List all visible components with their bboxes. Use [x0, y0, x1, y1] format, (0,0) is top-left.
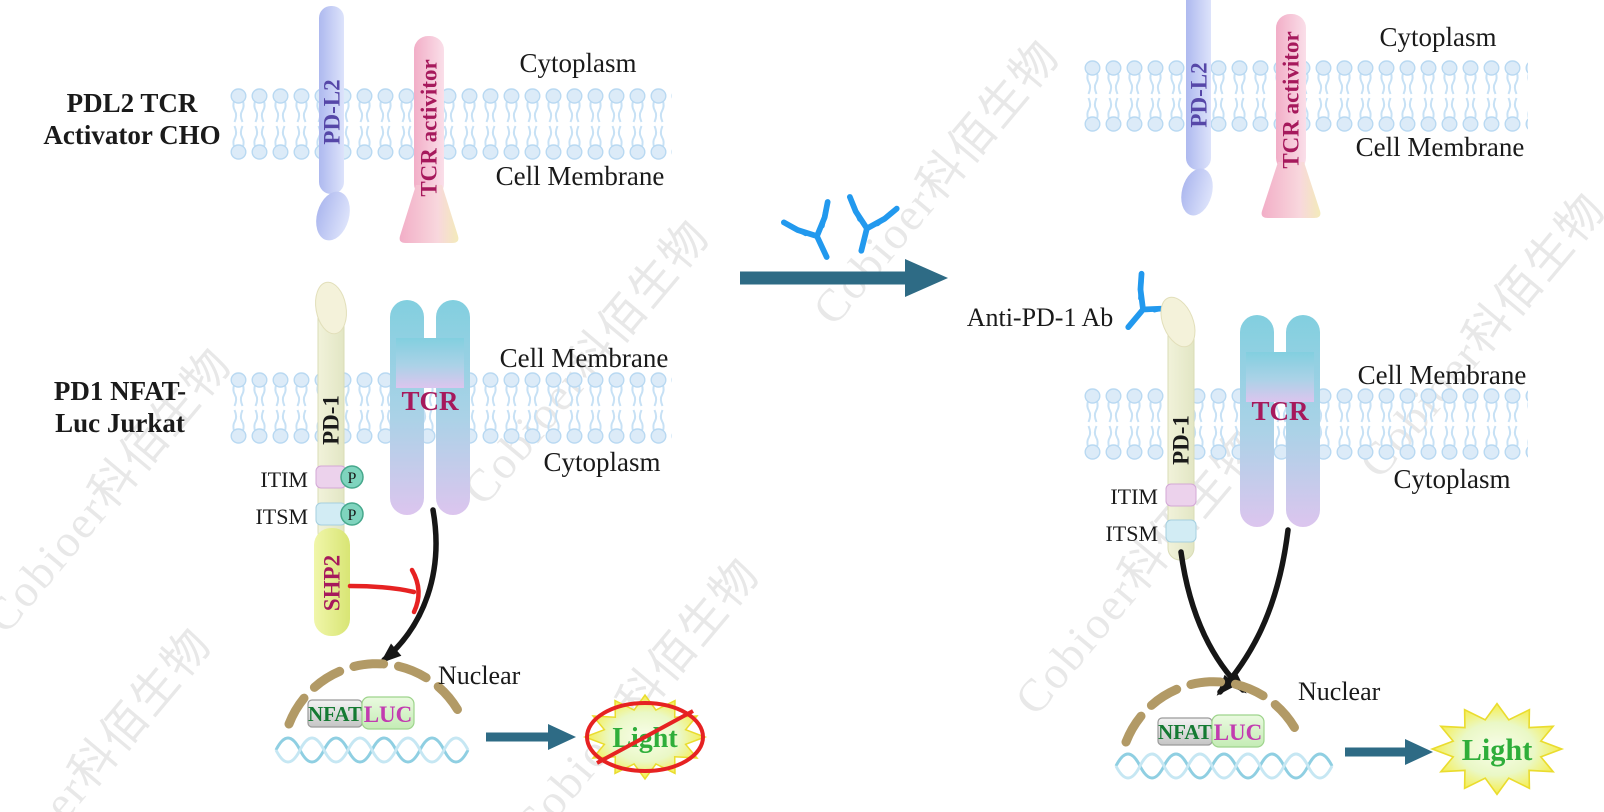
dna-helix [274, 736, 470, 764]
tcr-receptor-right [1240, 315, 1320, 527]
transition-arrow [740, 259, 948, 297]
cell-membrane-label-bottom: Cell Membrane [500, 343, 669, 373]
phospho-itim [340, 465, 364, 489]
phospho-itsm-label: P [348, 507, 357, 524]
nfat-label: NFAT [308, 702, 362, 726]
luc-box-right [1211, 714, 1265, 748]
itim-label-right: ITIM [1110, 484, 1158, 509]
cell-membrane-label-top-right: Cell Membrane [1356, 132, 1525, 162]
left-panel: PD-L2 TCR activitor PDL2 TCR Activator C… [43, 6, 706, 780]
pd1-signal-arrow-right [1178, 549, 1247, 694]
tcr-activator-label: TCR activitor [417, 59, 442, 196]
pd1-label-right: PD-1 [1169, 415, 1194, 465]
tcr-label: TCR [401, 386, 459, 416]
itsm-motif-right [1165, 519, 1197, 543]
shp2-inhibition [347, 567, 421, 615]
itsm-label-right: ITSM [1105, 521, 1158, 546]
tcr-activator-label-right: TCR activitor [1279, 31, 1304, 168]
nuclear-label: Nuclear [438, 661, 521, 690]
jurkat-cell-label-line2: Luc Jurkat [55, 408, 185, 438]
anti-pd1-label: Anti-PD-1 Ab [967, 303, 1114, 332]
tcr-label-right: TCR [1251, 396, 1309, 426]
watermark-text: Cobioer科佰生物 [0, 618, 221, 812]
nuclear-label-right: Nuclear [1298, 677, 1381, 706]
tcr-activator-protein [399, 36, 459, 243]
pd1-label: PD-1 [319, 395, 344, 445]
pdl2-protein-right [1181, 0, 1213, 216]
cytoplasm-label-bottom-right: Cytoplasm [1393, 464, 1510, 494]
cytoplasm-label-top-right: Cytoplasm [1379, 22, 1496, 52]
itim-motif-right [1165, 483, 1197, 507]
light-on-starburst: Light [1431, 702, 1563, 796]
watermark-text: Cobioer科佰生物 [803, 30, 1070, 334]
prohibition-sign [585, 701, 705, 773]
cell-membrane-label-bottom-right: Cell Membrane [1358, 360, 1527, 390]
pdl2-protein [316, 6, 350, 241]
pd1-receptor-right [1160, 296, 1197, 561]
luc-box [361, 696, 415, 730]
treatment-transition [740, 197, 948, 297]
tcr-signal-arrow-right [1216, 527, 1291, 696]
light-off-starburst: Light [584, 694, 706, 780]
light-on-label: Light [1462, 733, 1533, 767]
nuclear-envelope-right [1121, 677, 1303, 747]
tcr-signal-arrow [380, 507, 439, 664]
tcr-receptor [390, 300, 470, 515]
right-panel: PD-L2 TCR activitor Cytoplasm Cell Membr… [967, 0, 1563, 796]
shp2-label: SHP2 [320, 555, 345, 611]
reporter-arrow [486, 724, 576, 750]
phospho-itim-label: P [348, 470, 357, 487]
cho-cell-label-line1: PDL2 TCR [67, 88, 198, 118]
luc-label-right: LUC [1214, 720, 1263, 745]
cho-cell-membrane [228, 88, 672, 160]
pdl2-label: PD-L2 [320, 79, 345, 144]
cell-membrane-label-top: Cell Membrane [496, 161, 665, 191]
cytoplasm-label-bottom: Cytoplasm [543, 447, 660, 477]
cho-cell-label-line2: Activator CHO [43, 120, 220, 150]
pd1-receptor [315, 281, 347, 545]
nfat-label-right: NFAT [1158, 720, 1212, 744]
luc-label: LUC [364, 702, 413, 727]
dna-helix-right [1114, 752, 1334, 780]
itsm-label: ITSM [255, 504, 308, 529]
reporter-arrow-right [1345, 739, 1433, 765]
shp2-protein [314, 528, 350, 636]
itim-label: ITIM [260, 467, 308, 492]
pdl2-label-right: PD-L2 [1187, 62, 1212, 127]
nuclear-envelope [284, 659, 466, 729]
jurkat-cell-label-line1: PD1 NFAT- [54, 376, 186, 406]
tcr-activator-protein-right [1261, 14, 1321, 218]
cytoplasm-label-top: Cytoplasm [519, 48, 636, 78]
phospho-itsm [340, 502, 364, 526]
